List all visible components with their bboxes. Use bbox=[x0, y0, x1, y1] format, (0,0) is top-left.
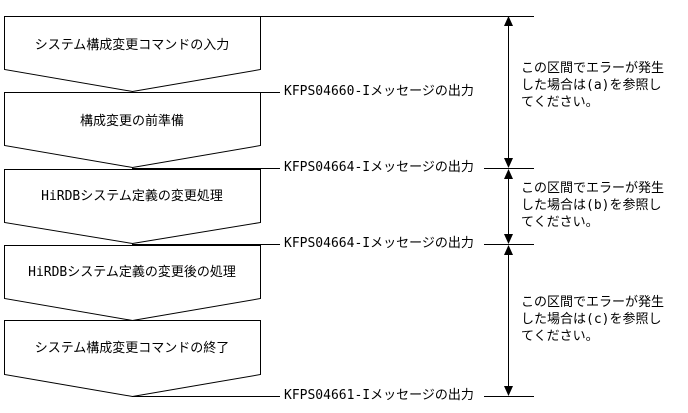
arrowhead-c-bottom bbox=[504, 386, 513, 396]
message-label-1: KFPS04660-Iメッセージの出力 bbox=[284, 84, 474, 99]
step-label-1: システム構成変更コマンドの入力 bbox=[34, 38, 230, 53]
step-shape-4 bbox=[4, 245, 261, 322]
step-label-2: 構成変更の前準備 bbox=[79, 114, 184, 129]
interval-note-b: この区間でエラーが発生 した場合は(b)を参照し てください。 bbox=[521, 181, 665, 230]
interval-note-a: この区間でエラーが発生 した場合は(a)を参照し てください。 bbox=[521, 61, 665, 110]
step-shape-1 bbox=[4, 16, 261, 93]
arrowhead-b-top bbox=[504, 169, 513, 179]
message-label-4: KFPS04661-Iメッセージの出力 bbox=[284, 388, 474, 403]
arrowhead-c-top bbox=[504, 245, 513, 255]
arrowhead-a-top bbox=[504, 16, 513, 26]
arrowhead-b-bottom bbox=[504, 234, 513, 244]
arrowhead-a-bottom bbox=[504, 158, 513, 168]
step-label-5: システム構成変更コマンドの終了 bbox=[34, 341, 230, 356]
interval-note-c: この区間でエラーが発生 した場合は(c)を参照し てください。 bbox=[521, 295, 665, 344]
message-label-2: KFPS04664-Iメッセージの出力 bbox=[284, 160, 474, 175]
step-shape-3 bbox=[4, 169, 261, 245]
step-label-3: HiRDBシステム定義の変更処理 bbox=[41, 189, 223, 204]
message-label-3: KFPS04664-Iメッセージの出力 bbox=[284, 236, 474, 251]
step-label-4: HiRDBシステム定義の変更後の処理 bbox=[28, 265, 236, 280]
step-shape-5 bbox=[4, 320, 261, 398]
step-shape-2 bbox=[4, 92, 261, 169]
